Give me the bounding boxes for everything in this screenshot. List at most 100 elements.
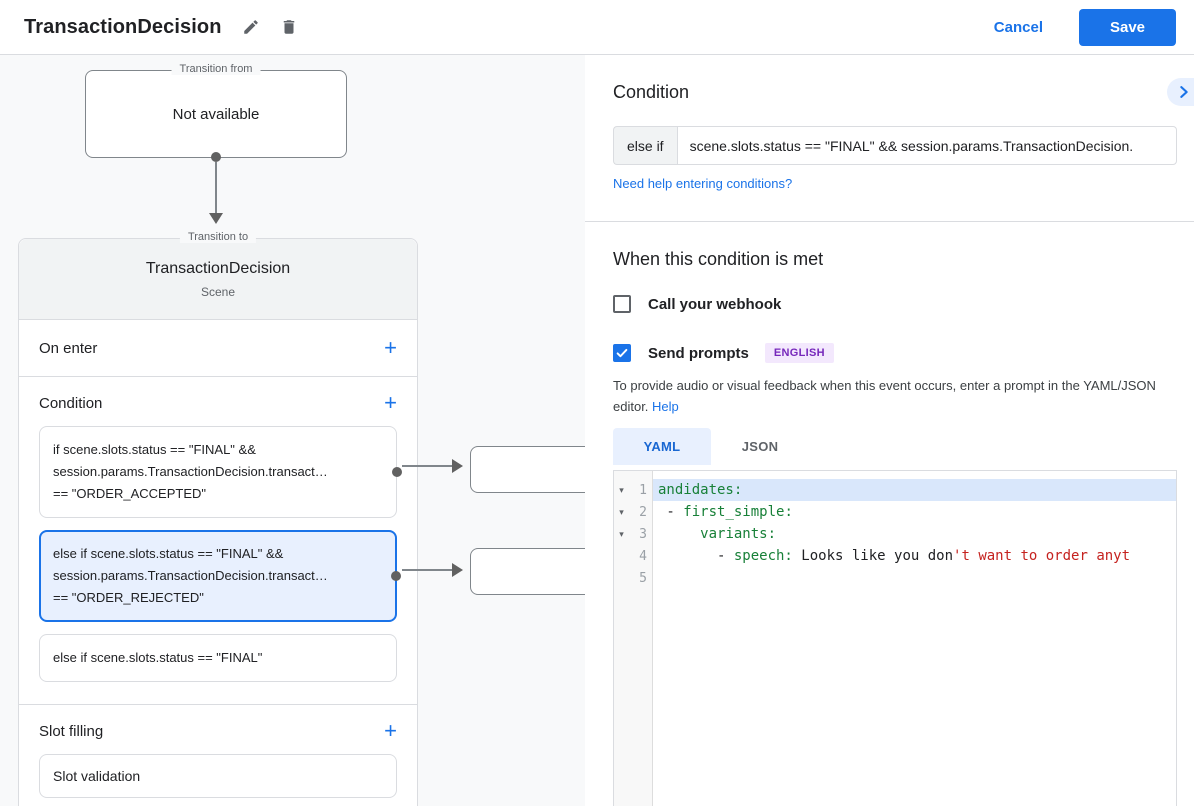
checkmark-icon bbox=[615, 346, 629, 360]
code-token: andidates: bbox=[658, 482, 743, 498]
add-on-enter-button[interactable] bbox=[384, 337, 397, 359]
condition-operator-label: else if bbox=[613, 126, 677, 165]
condition-panel-heading: Condition bbox=[613, 82, 690, 102]
code-line-5 bbox=[653, 567, 1176, 589]
code-token bbox=[658, 526, 700, 542]
scene-diagram-canvas: Transition from Not available Transition… bbox=[0, 55, 585, 806]
condition-1-arrow-line bbox=[402, 465, 454, 467]
condition-editor-panel: Condition else if Need help entering con… bbox=[585, 55, 1194, 806]
gutter-row: ▾2 bbox=[614, 501, 652, 523]
condition-expression-row: else if bbox=[613, 126, 1177, 165]
fold-arrow-icon[interactable]: ▾ bbox=[619, 528, 624, 539]
line-number: 3 bbox=[639, 526, 647, 542]
code-token: Looks like you don bbox=[792, 548, 954, 564]
condition-item-2[interactable]: else if scene.slots.status == "FINAL" &&… bbox=[39, 530, 401, 622]
delete-scene-button[interactable] bbox=[280, 18, 298, 36]
save-button[interactable]: Save bbox=[1079, 8, 1176, 46]
transition-from-box: Transition from Not available bbox=[85, 63, 347, 162]
chevron-right-icon bbox=[1176, 84, 1192, 100]
condition-section-label: Condition bbox=[39, 394, 103, 412]
fold-arrow-icon[interactable]: ▾ bbox=[619, 484, 624, 495]
condition-item-text: == "ORDER_REJECTED" bbox=[53, 590, 204, 605]
add-condition-button[interactable] bbox=[384, 392, 397, 414]
when-met-heading: When this condition is met bbox=[613, 249, 824, 269]
send-prompts-label: Send prompts bbox=[648, 344, 749, 362]
condition-item-text: else if scene.slots.status == "FINAL" bbox=[53, 650, 263, 665]
webhook-row: Call your webhook bbox=[613, 295, 781, 313]
top-header: TransactionDecision Cancel Save bbox=[0, 0, 1194, 55]
transition-to-legend: Transition to bbox=[179, 231, 257, 243]
language-badge: ENGLISH bbox=[764, 343, 834, 363]
line-number: 1 bbox=[639, 482, 647, 498]
cancel-button[interactable]: Cancel bbox=[993, 18, 1043, 36]
condition-item-text: else if scene.slots.status == "FINAL" && bbox=[53, 546, 284, 561]
code-line-3: variants: bbox=[653, 523, 1176, 545]
scene-name: TransactionDecision bbox=[145, 259, 291, 277]
edit-title-button[interactable] bbox=[242, 18, 260, 36]
line-number: 2 bbox=[639, 504, 647, 520]
line-number: 5 bbox=[639, 570, 647, 586]
transition-target-box-1[interactable] bbox=[470, 446, 585, 493]
code-token: - bbox=[658, 504, 684, 520]
condition-expression-input[interactable] bbox=[676, 126, 1177, 165]
condition-section: Condition if scene.slots.status == "FINA… bbox=[19, 377, 417, 705]
condition-item-1[interactable]: if scene.slots.status == "FINAL" && sessi… bbox=[39, 426, 402, 518]
transition-target-box-2[interactable] bbox=[470, 548, 585, 595]
code-token: speech: bbox=[733, 548, 793, 564]
tab-yaml[interactable]: YAML bbox=[613, 428, 711, 465]
condition-help-link[interactable]: Need help entering conditions? bbox=[613, 176, 793, 191]
condition-item-text: session.params.TransactionDecision.trans… bbox=[53, 568, 328, 583]
code-token: first_simple: bbox=[683, 504, 793, 520]
slot-item[interactable]: Slot validation bbox=[39, 754, 397, 798]
editor-code-area[interactable]: andidates: - first_simple: variants: - s… bbox=[653, 471, 1176, 806]
condition-list: if scene.slots.status == "FINAL" && sessi… bbox=[39, 426, 402, 682]
code-line-1: andidates: bbox=[653, 479, 1176, 501]
transition-from-legend: Transition from bbox=[171, 63, 261, 75]
connector-dot bbox=[391, 571, 401, 581]
condition-item-text: session.params.TransactionDecision.trans… bbox=[53, 464, 328, 479]
transition-arrowhead bbox=[209, 213, 223, 224]
condition-item-text: if scene.slots.status == "FINAL" && bbox=[53, 442, 256, 457]
connector-dot bbox=[211, 152, 221, 162]
gutter-row: ▾1 bbox=[614, 479, 652, 501]
code-line-2: - first_simple: bbox=[653, 501, 1176, 523]
page-title: TransactionDecision bbox=[24, 15, 222, 38]
slot-filling-section-label: Slot filling bbox=[39, 722, 104, 740]
transition-to-card: Transition to TransactionDecision Scene … bbox=[18, 231, 418, 806]
collapse-panel-button[interactable] bbox=[1167, 78, 1194, 106]
send-prompts-row: Send prompts ENGLISH bbox=[613, 343, 834, 363]
fold-arrow-icon[interactable]: ▾ bbox=[619, 506, 624, 517]
pencil-icon bbox=[242, 18, 260, 36]
prompt-help-link[interactable]: Help bbox=[652, 399, 679, 415]
send-prompts-checkbox[interactable] bbox=[613, 344, 631, 362]
scene-type-label: Scene bbox=[200, 284, 236, 299]
connector-dot bbox=[392, 467, 402, 477]
transition-from-text: Not available bbox=[172, 105, 260, 123]
scene-card-header: TransactionDecision Scene bbox=[19, 239, 417, 320]
code-token: variants: bbox=[700, 526, 777, 542]
line-number: 4 bbox=[639, 548, 647, 564]
condition-item-3[interactable]: else if scene.slots.status == "FINAL" bbox=[39, 634, 397, 682]
call-webhook-label: Call your webhook bbox=[648, 295, 782, 313]
gutter-row: 4 bbox=[614, 545, 652, 567]
prompt-description: To provide audio or visual feedback when… bbox=[613, 375, 1177, 418]
on-enter-label: On enter bbox=[39, 339, 98, 357]
trash-icon bbox=[280, 18, 298, 36]
slot-filling-section: Slot filling Slot validation bbox=[19, 705, 417, 806]
add-slot-button[interactable] bbox=[384, 720, 397, 742]
tab-json[interactable]: JSON bbox=[711, 428, 809, 465]
panel-divider bbox=[585, 221, 1194, 222]
code-token: 't want to order anyt bbox=[953, 548, 1131, 564]
gutter-row: ▾3 bbox=[614, 523, 652, 545]
call-webhook-checkbox[interactable] bbox=[613, 295, 631, 313]
code-token: - bbox=[658, 548, 734, 564]
condition-item-text: == "ORDER_ACCEPTED" bbox=[53, 486, 206, 501]
transition-arrow-line bbox=[215, 162, 217, 214]
condition-1-arrowhead bbox=[452, 459, 463, 473]
prompt-description-text: To provide audio or visual feedback when… bbox=[613, 378, 1156, 415]
gutter-row: 5 bbox=[614, 567, 652, 589]
slot-list: Slot validation bbox=[39, 754, 397, 798]
